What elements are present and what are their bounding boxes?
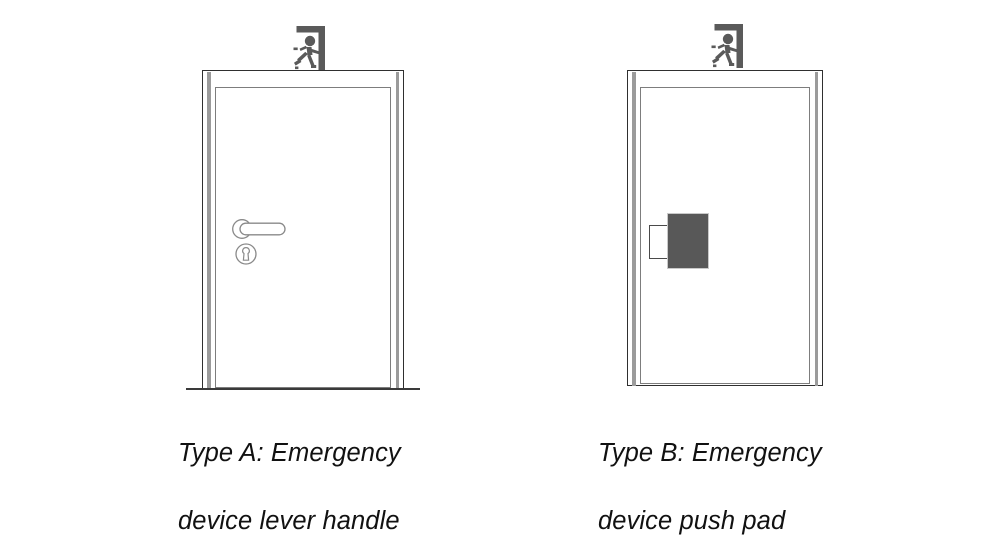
- door-jamb-left: [207, 71, 211, 390]
- caption-line-2: device lever handle: [178, 507, 400, 535]
- lever-handle-icon[interactable]: [231, 218, 287, 240]
- diagram-type-b: Type B: Emergency device push pad: [500, 0, 1000, 535]
- emergency-exit-sign-icon: [703, 20, 749, 72]
- door-type-b: [627, 70, 823, 386]
- caption-type-b: Type B: Emergency device push pad: [598, 402, 898, 538]
- door-jamb-right: [395, 71, 399, 390]
- diagram-type-a: Type A: Emergency device lever handle: [0, 0, 500, 535]
- door-type-a: [186, 70, 420, 390]
- caption-line-1: Type B: Emergency: [598, 439, 822, 467]
- keyhole-escutcheon-icon[interactable]: [233, 241, 259, 267]
- floor-line: [186, 388, 420, 390]
- caption-line-2: device push pad: [598, 507, 786, 535]
- door-jamb-left: [632, 71, 636, 386]
- caption-line-1: Type A: Emergency: [178, 439, 401, 467]
- push-pad-icon[interactable]: [649, 213, 709, 269]
- caption-type-a: Type A: Emergency device lever handle: [178, 402, 478, 538]
- emergency-exit-sign-icon: [285, 22, 331, 74]
- door-jamb-right: [814, 71, 818, 386]
- push-pad-body: [667, 213, 709, 269]
